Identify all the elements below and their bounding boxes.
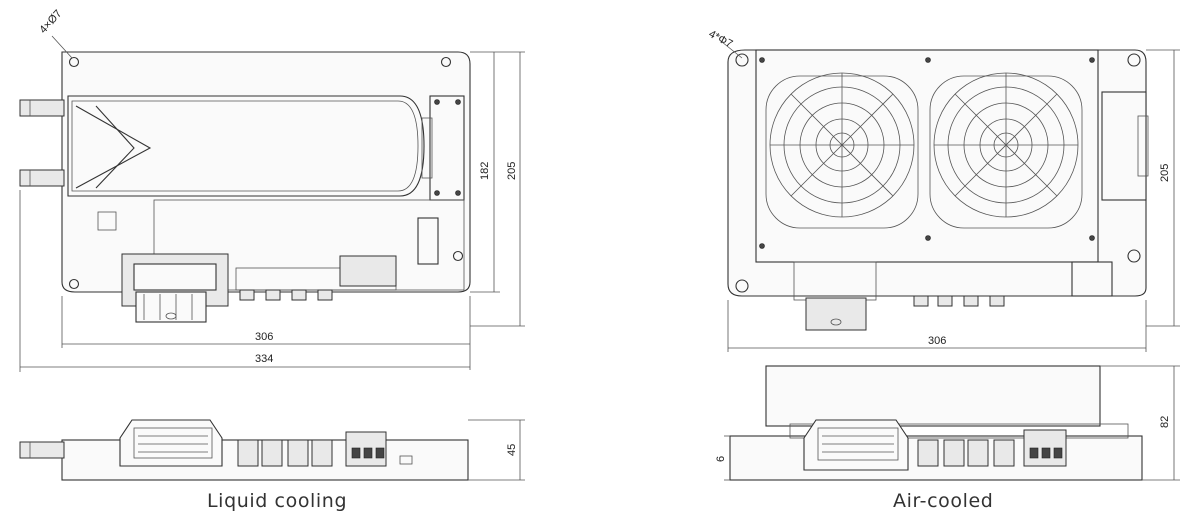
- liquid-dim-height-outer: 205: [506, 162, 518, 180]
- liquid-hole-note: 4×Ø7: [37, 8, 64, 36]
- air-dim-height: 205: [1159, 164, 1171, 182]
- air-dim-side-small: 6: [715, 456, 727, 462]
- air-dim-width: 306: [928, 335, 946, 347]
- liquid-dim-height-inner: 182: [479, 162, 491, 180]
- air-top-view: [721, 41, 1180, 352]
- liquid-top-view: [19, 35, 525, 372]
- liquid-dim-side-height: 45: [506, 444, 518, 456]
- air-dim-side-height: 82: [1159, 416, 1171, 428]
- liquid-side-view: [19, 419, 525, 481]
- air-hole-note: 4*Φ7: [707, 28, 735, 50]
- liquid-dim-width-inner: 306: [255, 331, 273, 343]
- liquid-dim-width-outer: 334: [255, 353, 273, 365]
- air-side-view: [724, 365, 1180, 481]
- liquid-cooling-caption: Liquid cooling: [207, 490, 348, 512]
- air-cooled-caption: Air-cooled: [893, 490, 994, 512]
